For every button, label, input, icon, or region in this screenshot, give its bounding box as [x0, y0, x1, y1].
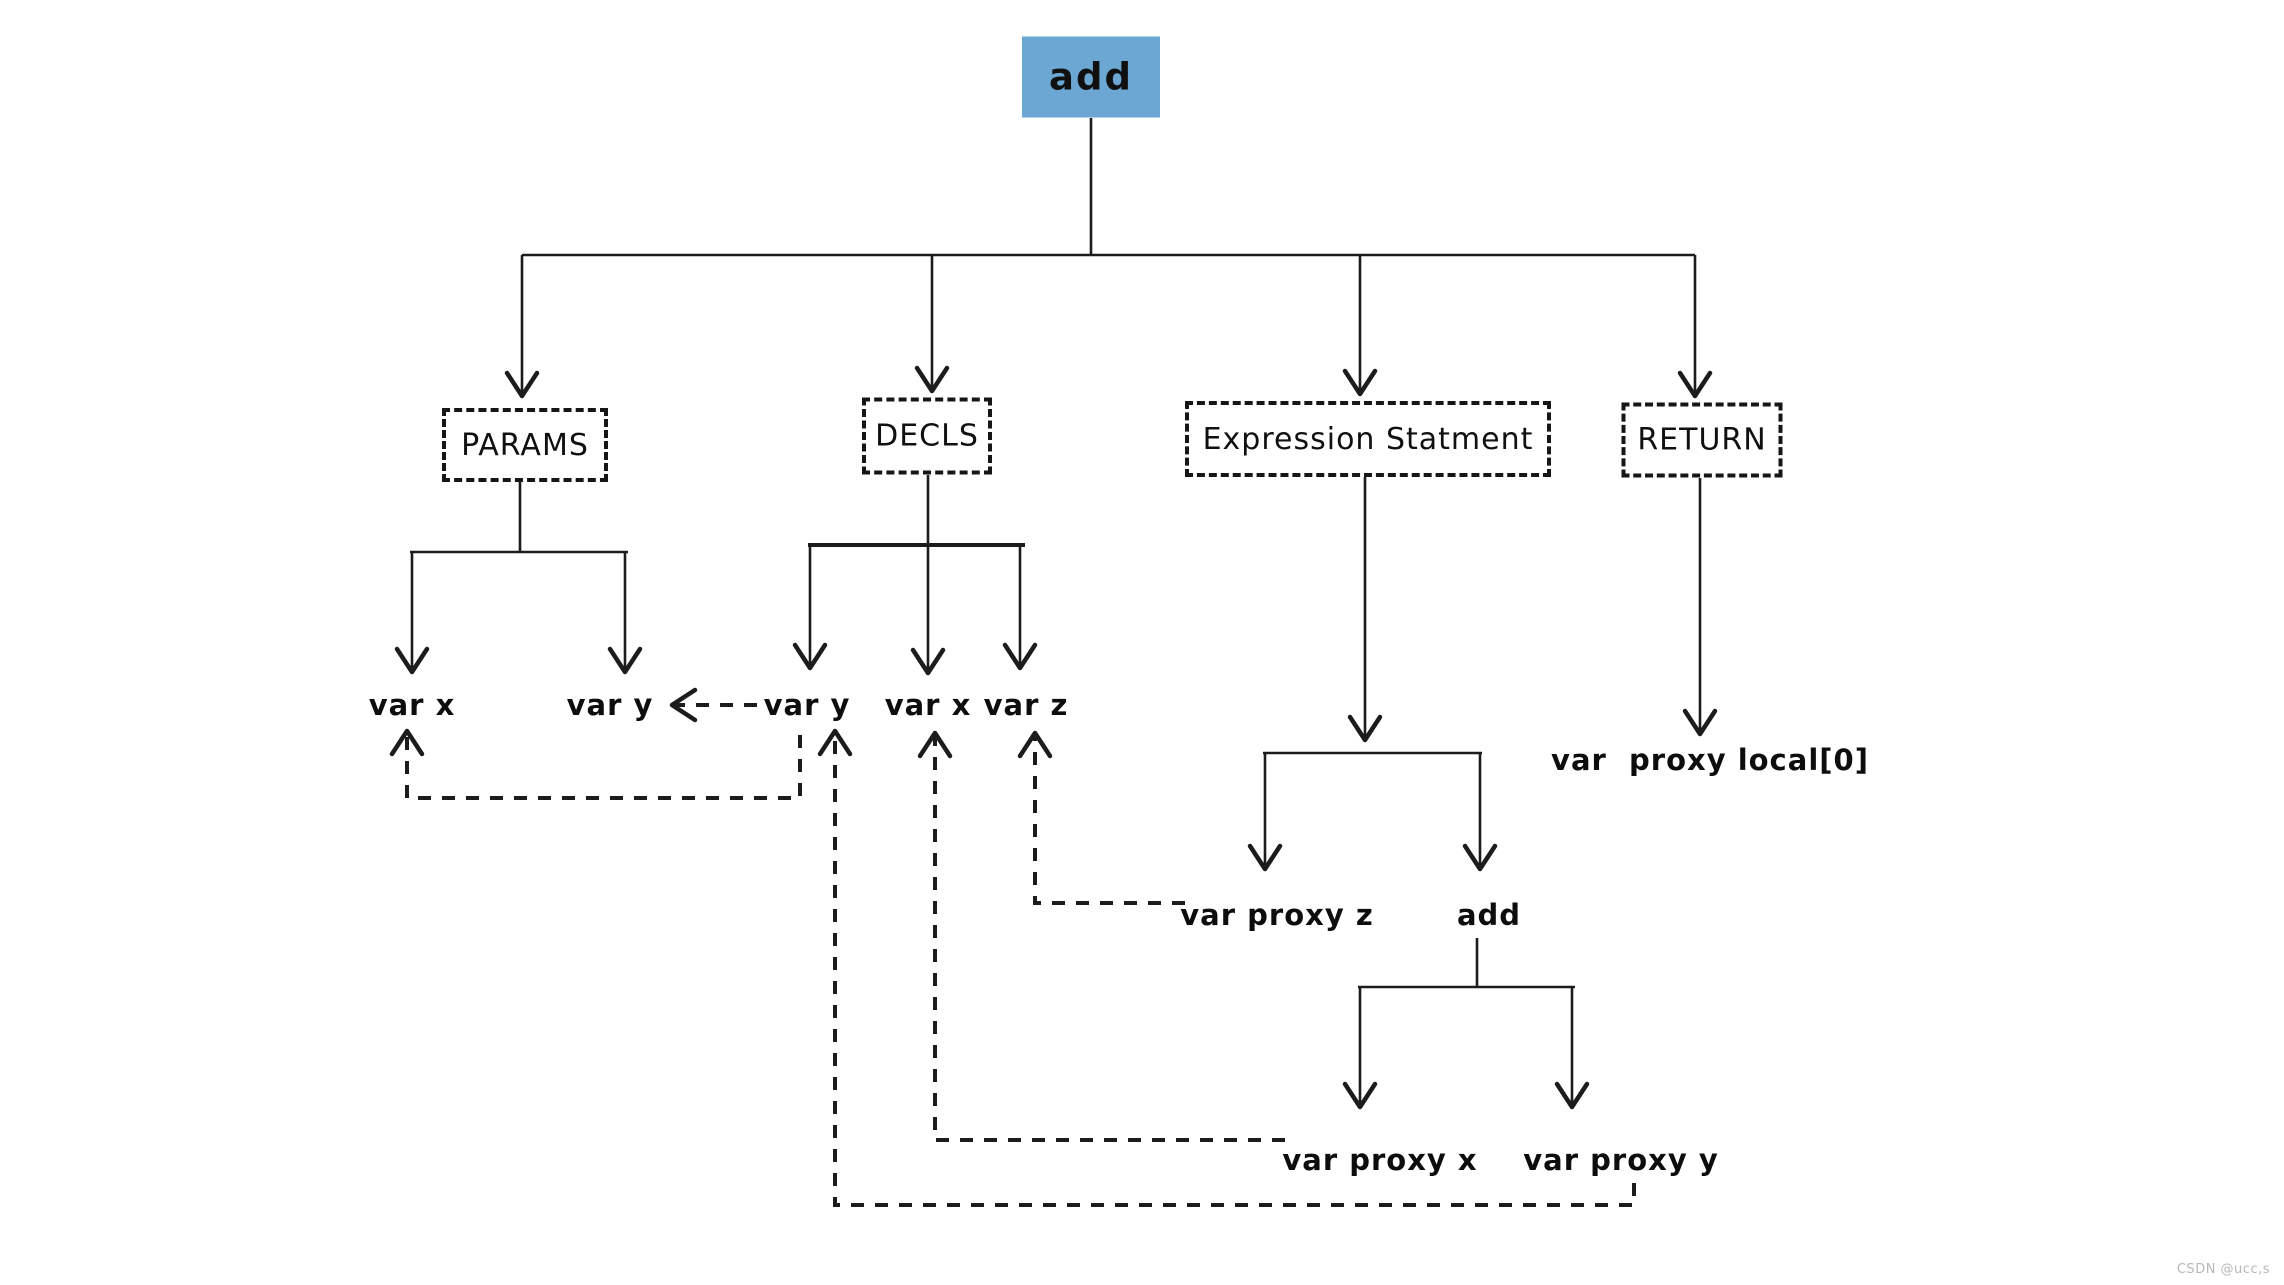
leaf-var-y-params: var y	[566, 688, 654, 722]
leaf-var-proxy-local0: var proxy local[0]	[1551, 743, 1869, 777]
leaf-var-x-params: var x	[368, 688, 456, 722]
leaf-add-call: add	[1456, 898, 1522, 932]
leaf-var-x-decls: var x	[884, 688, 972, 722]
node-expression-statement: Expression Statment	[1185, 401, 1551, 477]
solid-edges	[394, 118, 1718, 1110]
leaf-var-proxy-x: var proxy x	[1282, 1143, 1478, 1177]
leaf-var-y-decls: var y	[763, 688, 851, 722]
watermark: CSDN @ucc,s	[2176, 1262, 2270, 1277]
leaf-var-proxy-z: var proxy z	[1180, 898, 1374, 932]
node-decls: DECLS	[862, 397, 992, 475]
leaf-var-proxy-y: var proxy y	[1523, 1143, 1719, 1177]
leaf-var-z-decls: var z	[983, 688, 1069, 722]
node-return: RETURN	[1621, 402, 1783, 478]
node-params: PARAMS	[442, 408, 608, 482]
dashed-edges	[389, 687, 1636, 1207]
root-node-add: add	[1022, 36, 1160, 118]
